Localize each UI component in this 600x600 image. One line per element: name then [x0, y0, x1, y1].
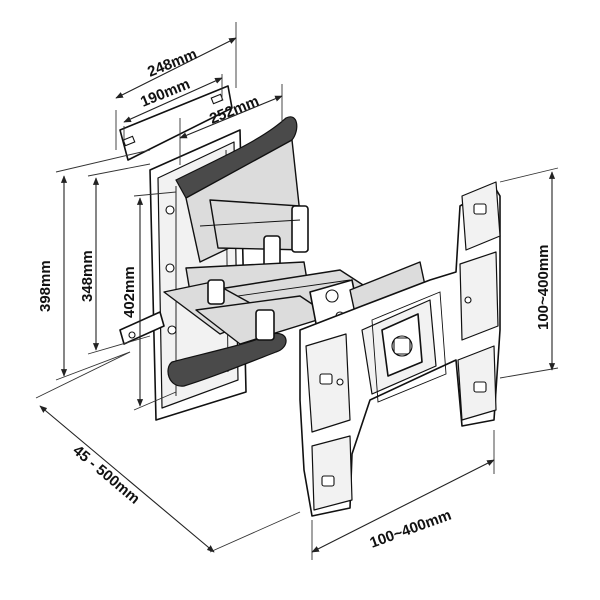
dim-vesa-v-label: 100~400mm [535, 245, 552, 331]
dim-348-label: 348mm [79, 250, 96, 302]
dim-vesa-vertical: 100~400mm [499, 167, 559, 379]
dim-248-label: 248mm [145, 46, 199, 81]
dim-398-label: 398mm [37, 260, 54, 312]
dim-vesa-h-label: 100~400mm [368, 507, 454, 552]
vesa-plate [299, 181, 501, 517]
dim-45-500-label: 45 - 500mm [69, 442, 143, 508]
dim-height-overall: 398mm [37, 149, 151, 381]
dim-402-label: 402mm [121, 266, 138, 318]
lower-arm [163, 279, 331, 387]
mount-drawing [119, 85, 501, 517]
dim-height-arm: 402mm [121, 191, 177, 411]
